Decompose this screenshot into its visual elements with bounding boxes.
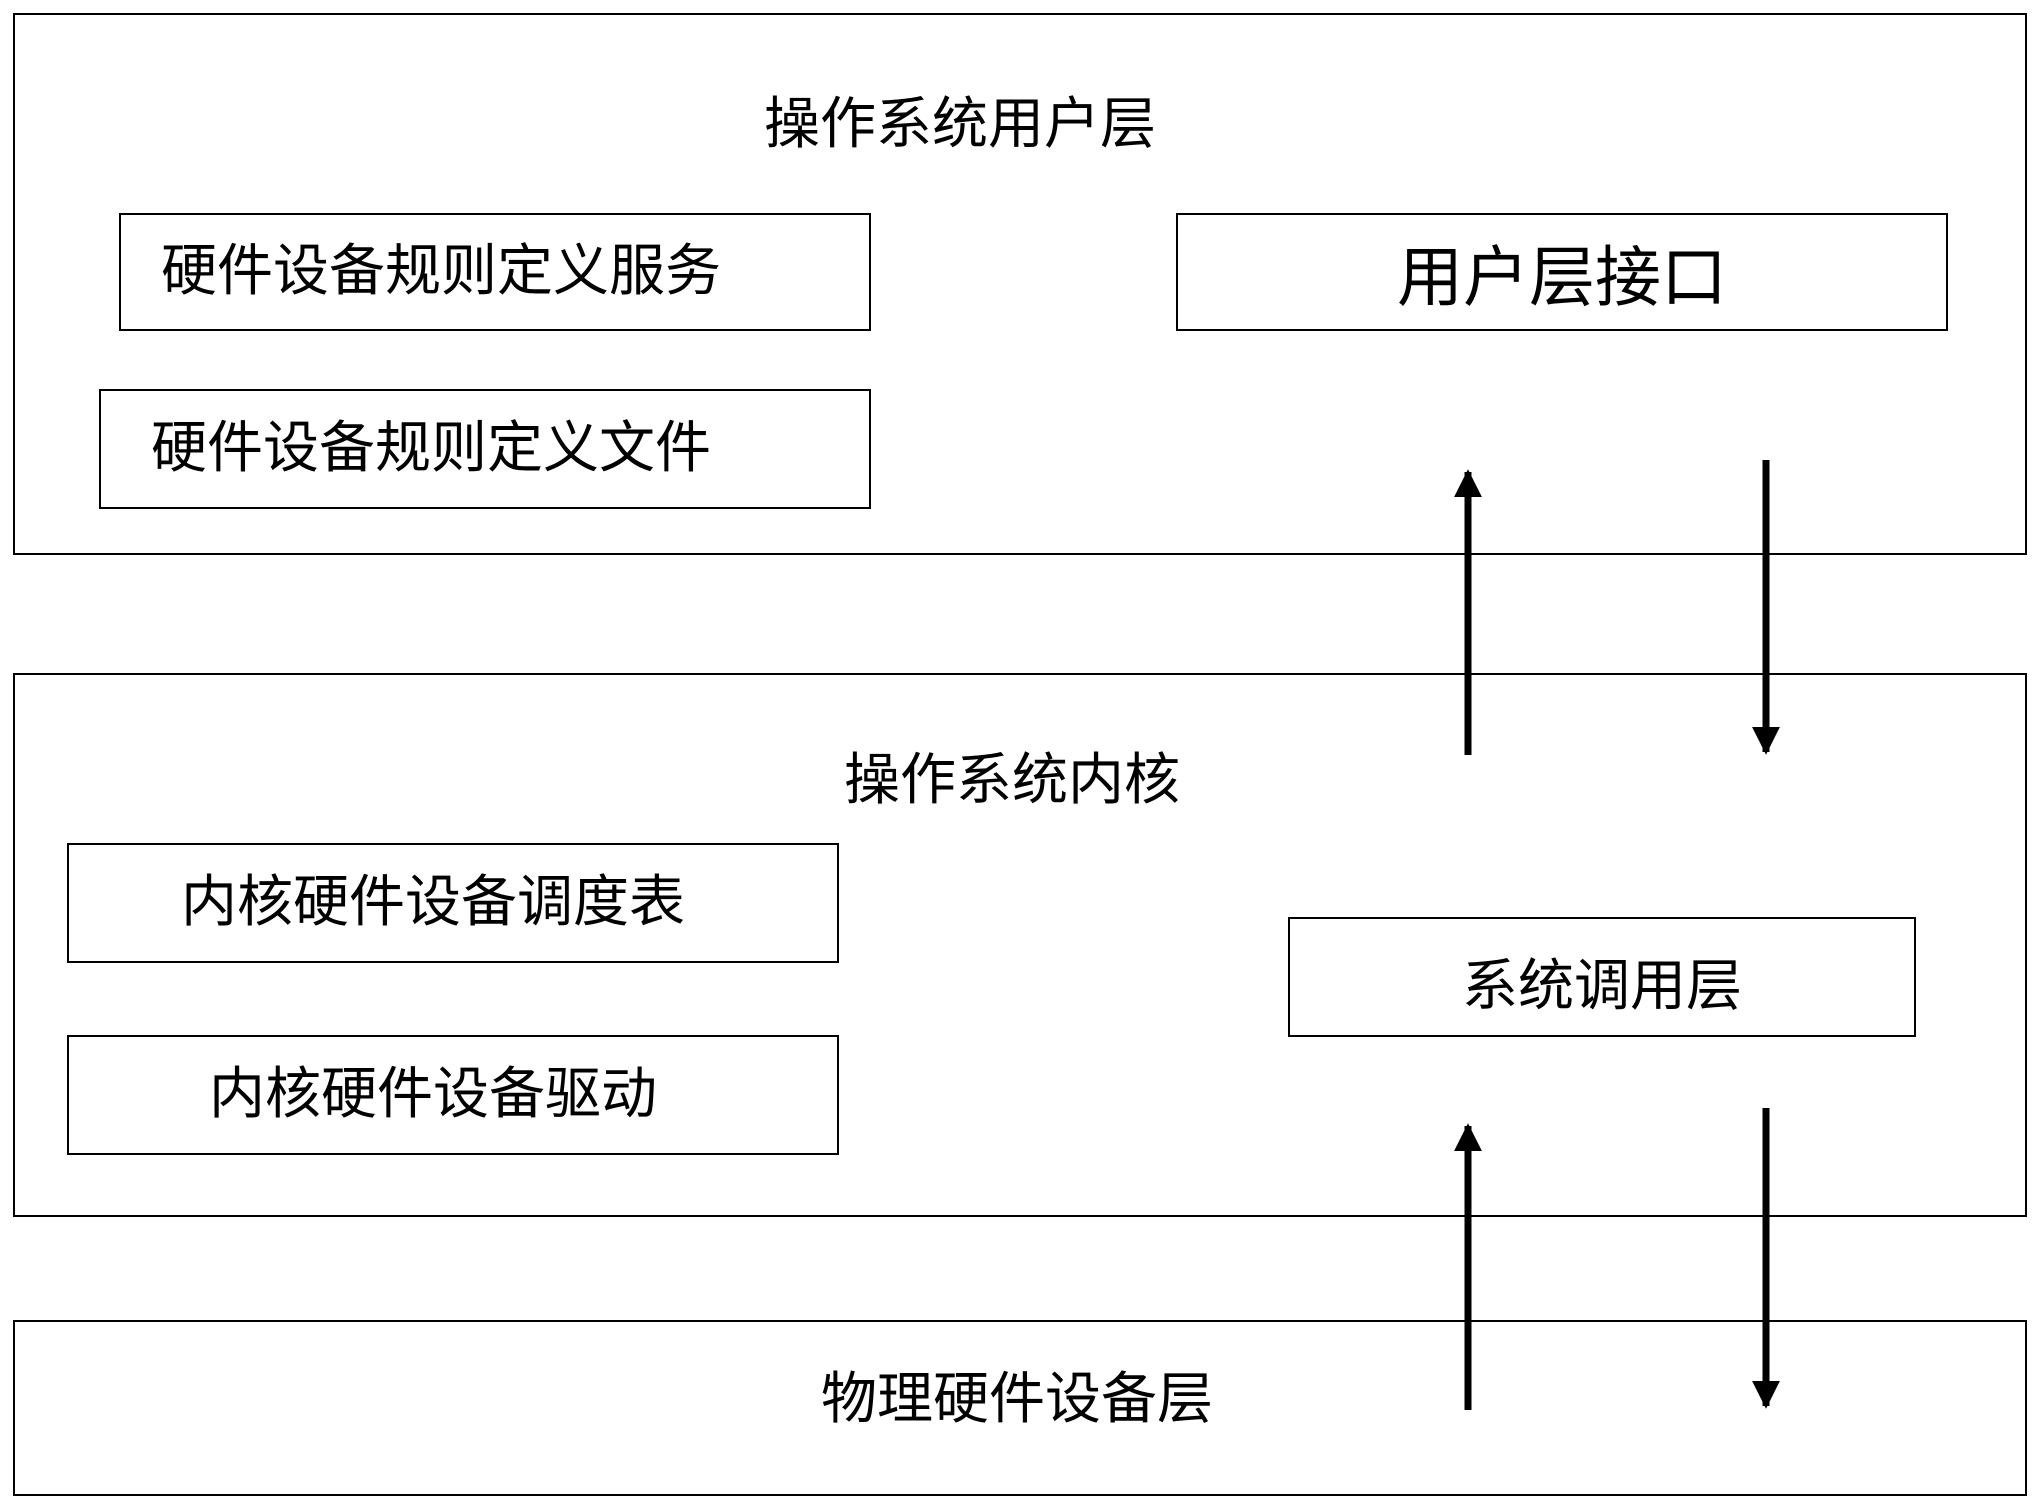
- user-interface-label: 用户层接口: [1397, 239, 1727, 316]
- rule-file-box: 硬件设备规则定义文件: [99, 389, 871, 509]
- rule-service-label: 硬件设备规则定义服务: [161, 239, 721, 304]
- kernel-layer: 操作系统内核 内核硬件设备调度表 内核硬件设备驱动 系统调用层: [13, 673, 2027, 1217]
- syscall-layer-label: 系统调用层: [1462, 954, 1742, 1019]
- kernel-layer-title: 操作系统内核: [844, 748, 1180, 813]
- user-layer: 操作系统用户层 硬件设备规则定义服务 硬件设备规则定义文件 用户层接口: [13, 13, 2027, 555]
- driver-label: 内核硬件设备驱动: [209, 1062, 657, 1127]
- hardware-layer-title: 物理硬件设备层: [821, 1367, 1213, 1432]
- user-interface-box: 用户层接口: [1176, 213, 1948, 331]
- schedule-table-box: 内核硬件设备调度表: [67, 843, 839, 963]
- schedule-table-label: 内核硬件设备调度表: [181, 870, 685, 935]
- hardware-layer: 物理硬件设备层: [13, 1320, 2027, 1496]
- rule-file-label: 硬件设备规则定义文件: [151, 416, 711, 481]
- rule-service-box: 硬件设备规则定义服务: [119, 213, 871, 331]
- user-layer-title: 操作系统用户层: [764, 92, 1156, 157]
- syscall-layer-box: 系统调用层: [1288, 917, 1916, 1037]
- driver-box: 内核硬件设备驱动: [67, 1035, 839, 1155]
